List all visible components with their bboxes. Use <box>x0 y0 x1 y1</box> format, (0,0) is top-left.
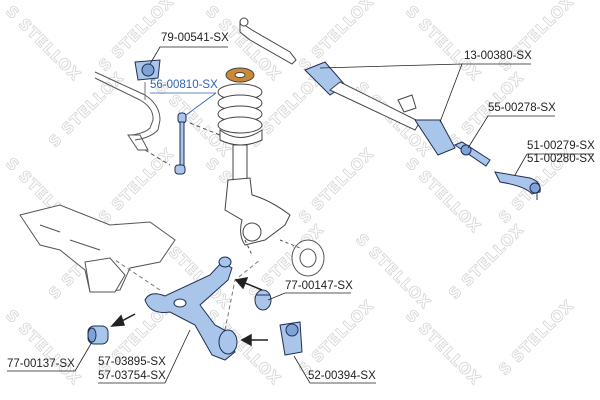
stabilizer-link-part <box>174 112 221 175</box>
strut-assembly <box>217 67 291 256</box>
ball-joint-part <box>279 321 303 356</box>
watermark-text: S STELLOX <box>2 306 84 388</box>
watermark-text: S STELLOX <box>445 220 527 302</box>
watermark-text: S STELLOX <box>45 68 127 150</box>
stabilizer-bar <box>94 71 171 166</box>
subframe <box>19 204 176 293</box>
inner-tie-rod-part <box>453 141 491 167</box>
assembly-arrows <box>110 277 268 347</box>
watermark-text: S STELLOX <box>495 296 577 378</box>
watermark-text: S STELLOX <box>295 296 377 378</box>
label-ball-joint: 52-00394-SX <box>308 370 376 382</box>
watermark-text: S STELLOX <box>402 2 484 84</box>
label-tie-rod-end-1: 51-00279-SX <box>527 140 595 152</box>
label-control-arm-2: 57-03754-SX <box>98 370 166 382</box>
label-inner-tie-rod: 55-00278-SX <box>488 102 556 114</box>
arm-front-bushing-part <box>87 325 109 345</box>
watermark-text: S STELLOX <box>95 144 177 226</box>
label-stabilizer-bushing: 79-00541-SX <box>161 32 229 44</box>
steering-rack <box>239 17 456 156</box>
arm-rear-bushing-part <box>254 289 272 311</box>
label-stabilizer-link: 56-00810-SX <box>150 79 218 91</box>
tie-rod-end-part <box>494 171 541 200</box>
watermark-text: S STELLOX <box>402 154 484 236</box>
watermark-text: S STELLOX <box>2 2 84 84</box>
label-arm-rear-bushing: 77-00147-SX <box>285 280 353 292</box>
label-control-arm-1: 57-03895-SX <box>98 356 166 368</box>
wheel-hub <box>279 239 325 277</box>
label-tie-rod-end-2: 51-00280-SX <box>527 153 595 165</box>
lower-control-arm-part <box>114 256 261 361</box>
watermark-text: S STELLOX <box>402 306 484 388</box>
label-arm-front-bushing: 77-00137-SX <box>7 358 75 370</box>
label-steering-rack-boot: 13-00380-SX <box>464 50 532 62</box>
watermark-text: S STELLOX <box>295 144 377 226</box>
leader-lines <box>7 46 594 384</box>
watermark-text: S STELLOX <box>295 0 377 75</box>
